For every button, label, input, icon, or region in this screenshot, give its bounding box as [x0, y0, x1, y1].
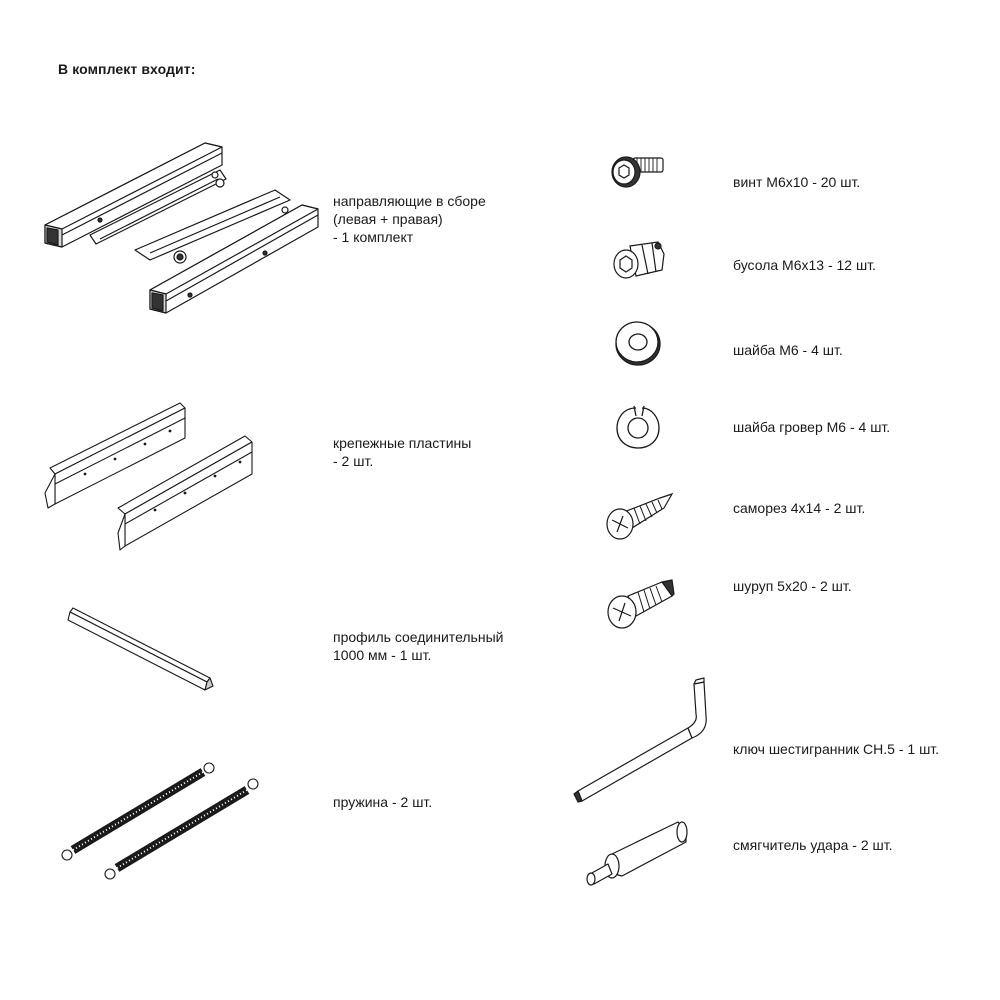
hex-key-icon: [570, 676, 715, 808]
socket-screw-label: винт М6х10 - 20 шт.: [733, 174, 861, 190]
socket-screw-icon: [608, 148, 668, 192]
washer-icon: [612, 318, 664, 368]
shock-absorber-label: смягчитель удара - 2 шт.: [733, 837, 893, 853]
wood-screw-label: шуруп 5х20 - 2 шт.: [733, 578, 852, 594]
mounting-plates-icon: [40, 398, 265, 558]
connecting-profile-icon: [65, 600, 225, 700]
spring-washer-label: шайба гровер М6 - 4 шт.: [733, 419, 891, 435]
mounting-plates-label: крепежные пластины - 2 шт.: [333, 435, 472, 469]
barrel-nut-icon: [608, 238, 668, 286]
spring-icon: [55, 760, 270, 890]
connecting-profile-label: профиль соединительный 1000 мм - 1 шт.: [333, 629, 504, 663]
drawer-rails-label: направляющие в сборе (левая + правая) - …: [333, 193, 486, 245]
hex-key-label: ключ шестигранник СН.5 - 1 шт.: [733, 741, 940, 757]
self-tapping-screw-icon: [602, 488, 677, 544]
washer-label: шайба М6 - 4 шт.: [733, 342, 843, 358]
wood-screw-icon: [602, 574, 677, 632]
spring-label: пружина - 2 шт.: [333, 794, 433, 810]
shock-absorber-icon: [582, 818, 694, 896]
self-tapping-screw-label: саморез 4х14 - 2 шт.: [733, 500, 866, 516]
spring-washer-icon: [612, 402, 664, 454]
drawer-rails-icon: [40, 135, 330, 335]
page-title: В комплект входит:: [58, 61, 196, 77]
barrel-nut-label: бусола М6х13 - 12 шт.: [733, 257, 876, 273]
